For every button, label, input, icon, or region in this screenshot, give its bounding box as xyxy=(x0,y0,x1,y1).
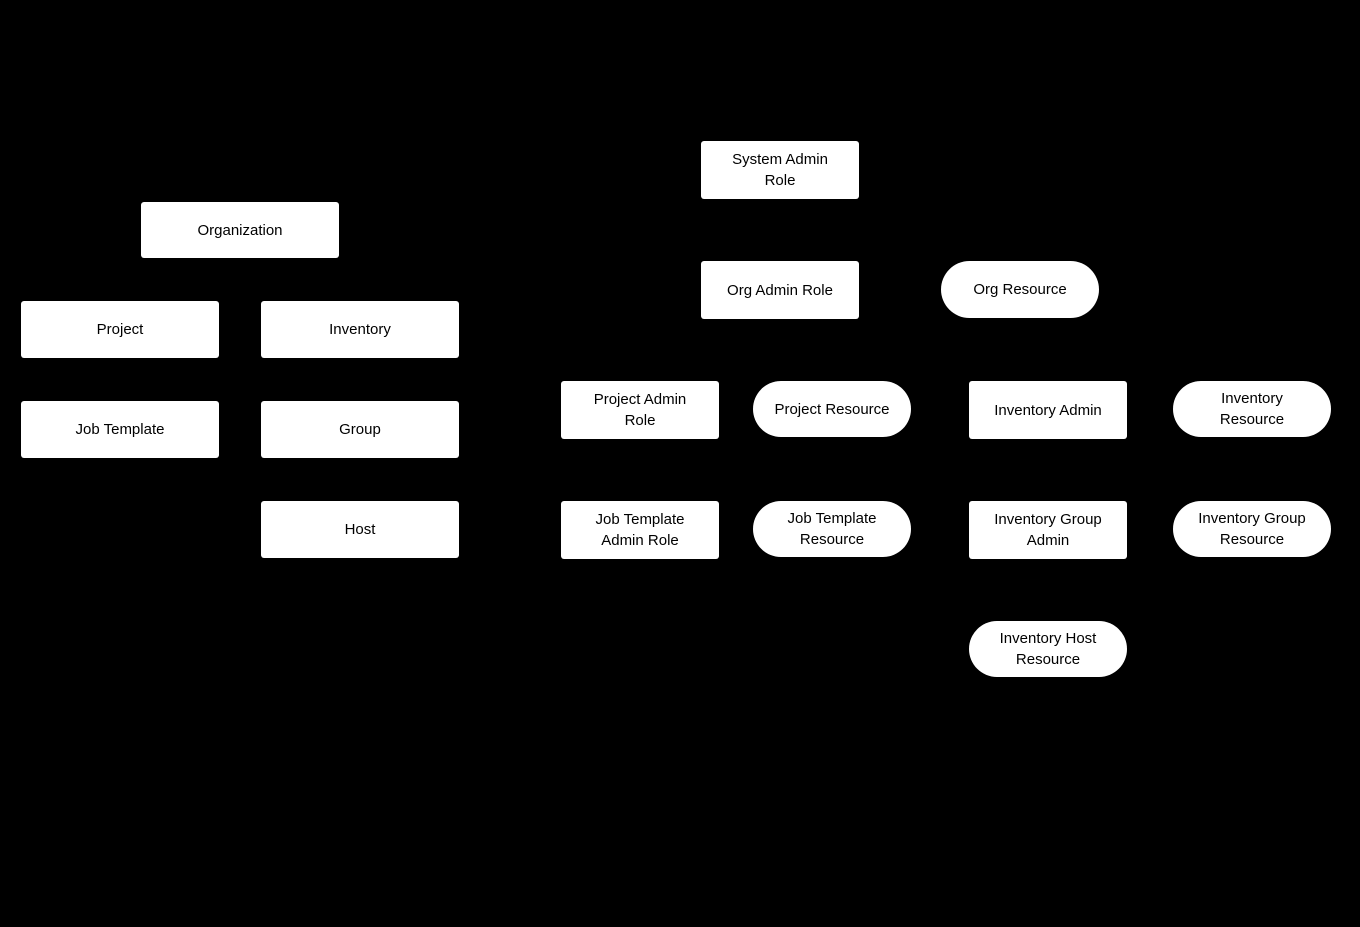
node-inventory-group-resource: Inventory Group Resource xyxy=(1173,501,1331,557)
node-project-resource: Project Resource xyxy=(753,381,911,437)
node-inventory-label: Inventory xyxy=(329,321,391,338)
node-inventory-host-resource-label: Inventory Host Resource xyxy=(999,630,1097,668)
node-inventory-group-admin-label: Inventory Group Admin xyxy=(994,511,1102,549)
node-job-template: Job Template xyxy=(21,401,219,458)
node-project-label: Project xyxy=(96,321,144,338)
node-job-template-label: Job Template xyxy=(75,421,165,438)
node-group-label: Group xyxy=(339,421,381,438)
node-inventory-admin: Inventory Admin xyxy=(969,381,1127,439)
node-inventory-admin-label: Inventory Admin xyxy=(994,401,1102,419)
node-host: Host xyxy=(261,501,459,558)
node-inventory-resource-label: Inventory Resource xyxy=(1219,390,1285,428)
node-project-resource-label: Project Resource xyxy=(774,400,890,418)
node-org-admin-role: Org Admin Role xyxy=(701,261,859,319)
node-system-admin-role-label: System Admin Role xyxy=(732,151,828,189)
node-system-admin-role: System Admin Role xyxy=(701,141,859,199)
node-organization-label: Organization xyxy=(197,221,283,239)
node-group: Group xyxy=(261,401,459,458)
node-project-admin-role-label: Project Admin Role xyxy=(593,391,687,429)
node-project: Project xyxy=(21,301,219,358)
node-inventory-resource: Inventory Resource xyxy=(1173,381,1331,437)
node-inventory-group-admin: Inventory Group Admin xyxy=(969,501,1127,559)
node-inventory-group-resource-label: Inventory Group Resource xyxy=(1198,510,1306,548)
node-host-label: Host xyxy=(344,521,376,538)
node-project-admin-role: Project Admin Role xyxy=(561,381,719,439)
node-job-template-admin-role-label: Job Template Admin Role xyxy=(595,511,685,549)
node-job-template-resource: Job Template Resource xyxy=(753,501,911,557)
node-org-admin-role-label: Org Admin Role xyxy=(727,281,833,299)
node-job-template-admin-role: Job Template Admin Role xyxy=(561,501,719,559)
node-inventory: Inventory xyxy=(261,301,459,358)
node-org-resource: Org Resource xyxy=(941,261,1099,318)
node-job-template-resource-label: Job Template Resource xyxy=(787,510,877,548)
node-organization: Organization xyxy=(141,202,339,258)
node-inventory-host-resource: Inventory Host Resource xyxy=(969,621,1127,677)
node-org-resource-label: Org Resource xyxy=(973,281,1067,298)
